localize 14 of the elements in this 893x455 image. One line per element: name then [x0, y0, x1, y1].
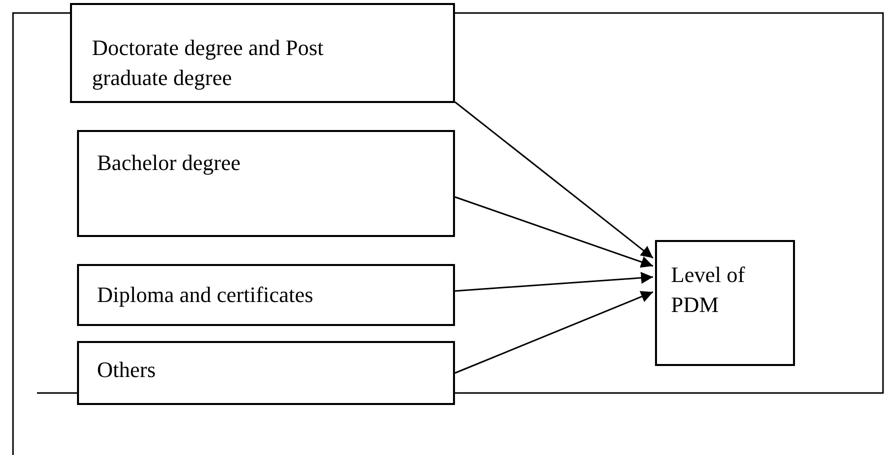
box-label: Bachelor degree [97, 149, 242, 177]
text-box [77, 264, 455, 326]
box-label: Doctorate degree and Post graduate degree [92, 34, 325, 92]
text-box [70, 3, 455, 103]
arrow [454, 196, 654, 268]
text-box [655, 240, 795, 366]
arrow [454, 291, 654, 374]
box-label: Others [97, 356, 157, 384]
arrow [454, 272, 654, 292]
text-box [77, 130, 455, 237]
text-box [77, 341, 455, 405]
box-label: Level of PDM [671, 261, 746, 319]
arrow [454, 101, 654, 259]
box-label: Diploma and certificates [97, 281, 314, 309]
